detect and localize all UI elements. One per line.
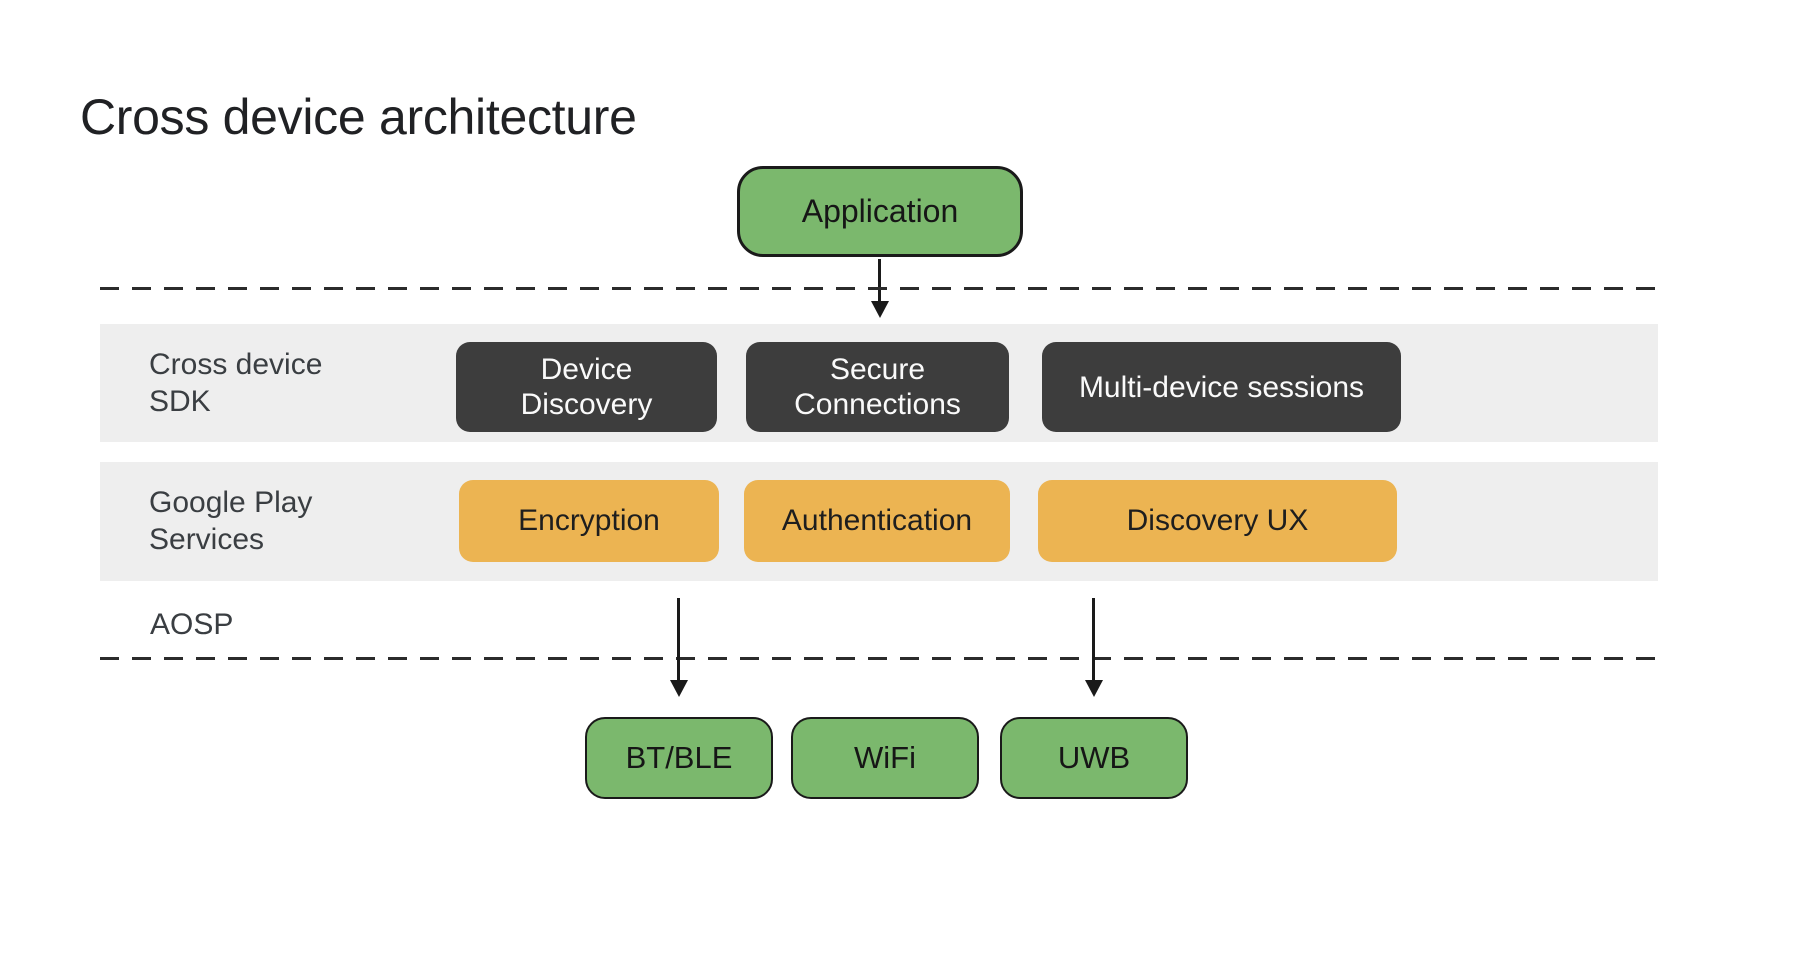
device-discovery-label-line1: Device xyxy=(540,353,633,386)
band-cross-device-sdk-label-line2: SDK xyxy=(149,385,211,418)
arrow-discovery-ux-to-uwb-head-icon xyxy=(1085,680,1103,697)
device-discovery-box: Device Discovery xyxy=(456,342,717,432)
secure-connections-label-line1: Secure xyxy=(829,353,926,386)
arrow-application-to-sdk-line xyxy=(878,259,881,303)
encryption-label: Encryption xyxy=(518,504,660,537)
page-title: Cross device architecture xyxy=(80,89,637,145)
band-cross-device-sdk-label-line1: Cross device xyxy=(149,348,323,381)
encryption-box: Encryption xyxy=(459,480,719,562)
application-box-label: Application xyxy=(801,193,959,229)
secure-connections-box: Secure Connections xyxy=(746,342,1009,432)
authentication-box: Authentication xyxy=(744,480,1010,562)
uwb-label: UWB xyxy=(1057,740,1131,775)
btble-box: BT/BLE xyxy=(585,717,773,799)
discovery-ux-label: Discovery UX xyxy=(1126,504,1309,537)
secure-connections-label-line2: Connections xyxy=(794,388,961,421)
arrow-application-to-sdk-head-icon xyxy=(871,301,889,318)
band-cross-device-sdk-label: Cross device SDK xyxy=(149,346,322,420)
band-google-play-services-label-line1: Google Play xyxy=(149,486,313,519)
uwb-box: UWB xyxy=(1000,717,1188,799)
arrow-discovery-ux-to-uwb-line xyxy=(1092,598,1095,682)
band-google-play-services-label: Google Play Services xyxy=(149,484,312,558)
application-box: Application xyxy=(737,166,1023,257)
wifi-label: WiFi xyxy=(854,740,916,775)
multi-device-sessions-label: Multi-device sessions xyxy=(1078,370,1365,404)
band-google-play-services-label-line2: Services xyxy=(149,523,265,556)
arrow-encryption-to-btble-line xyxy=(677,598,680,682)
btble-label: BT/BLE xyxy=(625,740,733,775)
dashed-boundary-top xyxy=(100,287,1656,290)
multi-device-sessions-box: Multi-device sessions xyxy=(1042,342,1401,432)
discovery-ux-box: Discovery UX xyxy=(1038,480,1397,562)
arrow-encryption-to-btble-head-icon xyxy=(670,680,688,697)
authentication-label: Authentication xyxy=(781,504,973,537)
wifi-box: WiFi xyxy=(791,717,979,799)
device-discovery-label-line2: Discovery xyxy=(520,388,653,421)
aosp-label: AOSP xyxy=(150,608,234,641)
dashed-boundary-bottom xyxy=(100,657,1660,660)
